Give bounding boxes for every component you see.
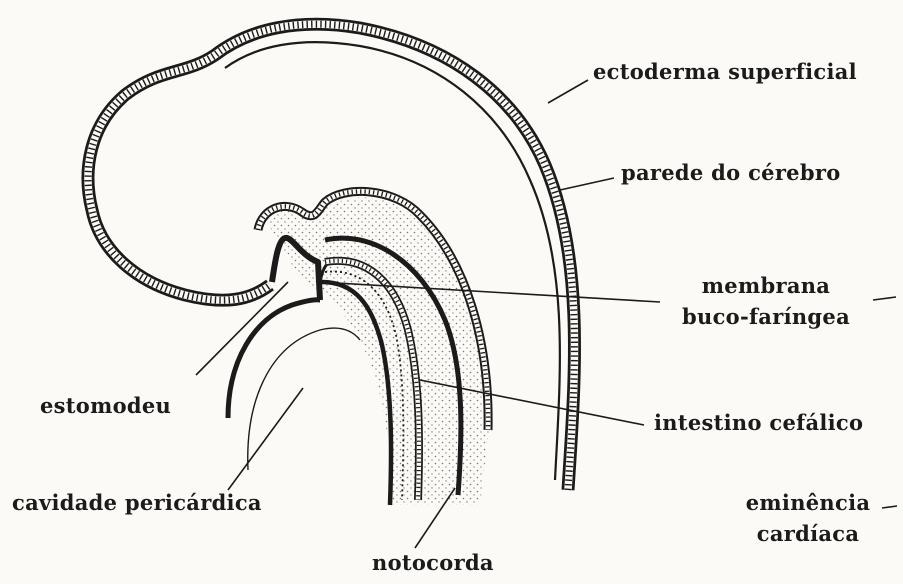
- label-membrana-buco-faringea: membrana buco-faríngea: [666, 275, 866, 327]
- label-cavidade-pericardica: cavidade pericárdica: [12, 492, 262, 513]
- label-parede-do-cerebro: parede do cérebro: [621, 162, 841, 183]
- label-eminencia-cardiaca: eminência cardíaca: [738, 492, 878, 544]
- leader-ectoderma: [548, 80, 588, 103]
- leader-eminencia: [882, 506, 897, 508]
- label-eminencia-line1: eminência: [738, 492, 878, 513]
- leader-cavidade: [228, 388, 303, 490]
- leader-right-tick: [873, 297, 896, 300]
- label-intestino-cefalico: intestino cefálico: [654, 412, 863, 433]
- label-eminencia-line2: cardíaca: [738, 523, 878, 544]
- leader-parede: [560, 178, 614, 190]
- label-estomodeu: estomodeu: [40, 395, 171, 416]
- label-membrana-line2: buco-faríngea: [666, 306, 866, 327]
- label-notocorda: notocorda: [372, 552, 494, 573]
- label-membrana-line1: membrana: [666, 275, 866, 296]
- label-ectoderma-superficial: ectoderma superficial: [593, 61, 857, 82]
- pericardial-wall: [228, 300, 360, 470]
